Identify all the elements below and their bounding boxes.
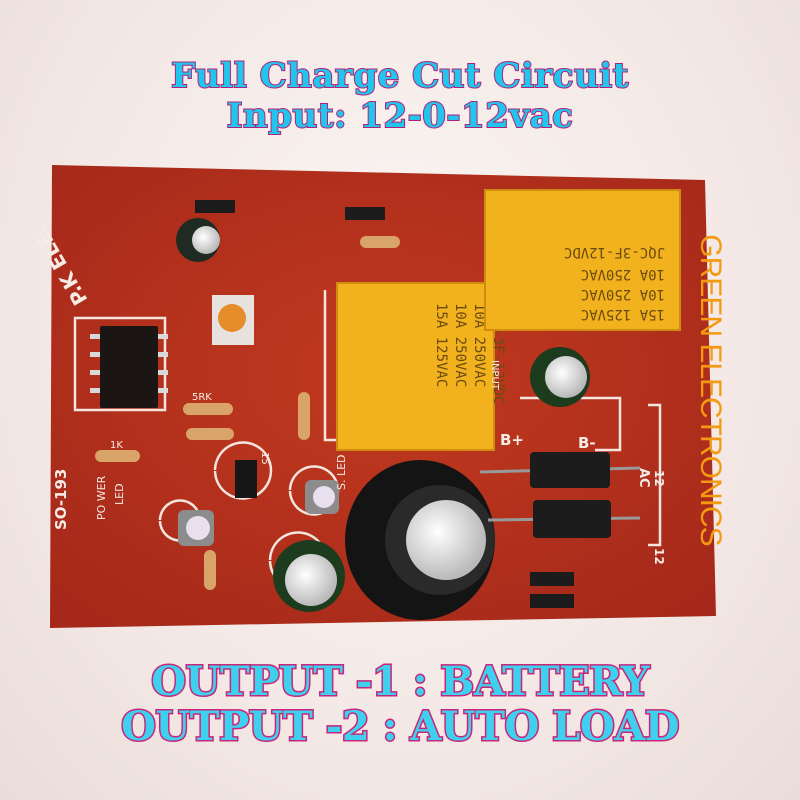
resistor-label-5rk: 5RK [192, 392, 212, 403]
output-1-label: OUTPUT -1 : BATTERY [150, 657, 651, 707]
relay-2: 15A 125VAC 10A 250VAC 10A 250VAC JQC-3F-… [484, 189, 681, 331]
power-led-label: PO WER [95, 475, 108, 520]
ac-label: AC [636, 468, 651, 488]
capacitor-small-1 [176, 218, 220, 262]
capacitor-small-3 [273, 540, 345, 612]
transistor-label: 15 [259, 452, 270, 465]
ac-12-top: 12 [652, 470, 666, 487]
b-plus-label: B+ [500, 431, 524, 449]
output-2-label: OUTPUT -2 : AUTO LOAD [120, 702, 681, 752]
product-subtitle: Input: 12-0-12vac [226, 95, 574, 137]
power-led-label-2: LED [113, 483, 126, 505]
resistors [95, 236, 400, 590]
ic-chip [90, 326, 168, 408]
ac-12-bottom: 12 [652, 548, 666, 565]
capacitor-small-2 [530, 347, 590, 407]
diodes [195, 200, 641, 608]
relay-1-rating-2: 10A 250VAC [452, 303, 468, 387]
relay-1-rating-3: 10A 250VAC [471, 303, 487, 387]
watermark-green-electronics: GREEN ELECTRONICS [694, 234, 727, 546]
s-led-label: S. LED [335, 454, 348, 490]
led-power [178, 510, 214, 546]
relay-2-rating-2: 10A 250VAC [581, 286, 665, 302]
model-silkscreen: SO-193 [52, 469, 70, 530]
input-label: INPUT [489, 360, 500, 391]
relay-2-model: JQC-3F-12VDC [564, 244, 665, 260]
preset-potentiometer [212, 295, 254, 345]
b-minus-label: B- [578, 434, 596, 452]
transistor [235, 460, 257, 498]
relay-1-rating-1: 15A 125VAC [433, 303, 449, 387]
relay-2-rating-3: 10A 250VAC [581, 266, 665, 282]
led-status [305, 480, 339, 514]
product-title: Full Charge Cut Circuit [170, 55, 629, 97]
relay-2-rating-1: 15A 125VAC [581, 306, 665, 322]
relay-1: 15A 125VAC 10A 250VAC 10A 250VAC JQC-3F-… [336, 282, 506, 451]
capacitor-large [345, 460, 495, 620]
resistor-label-1k: 1K [110, 440, 123, 451]
